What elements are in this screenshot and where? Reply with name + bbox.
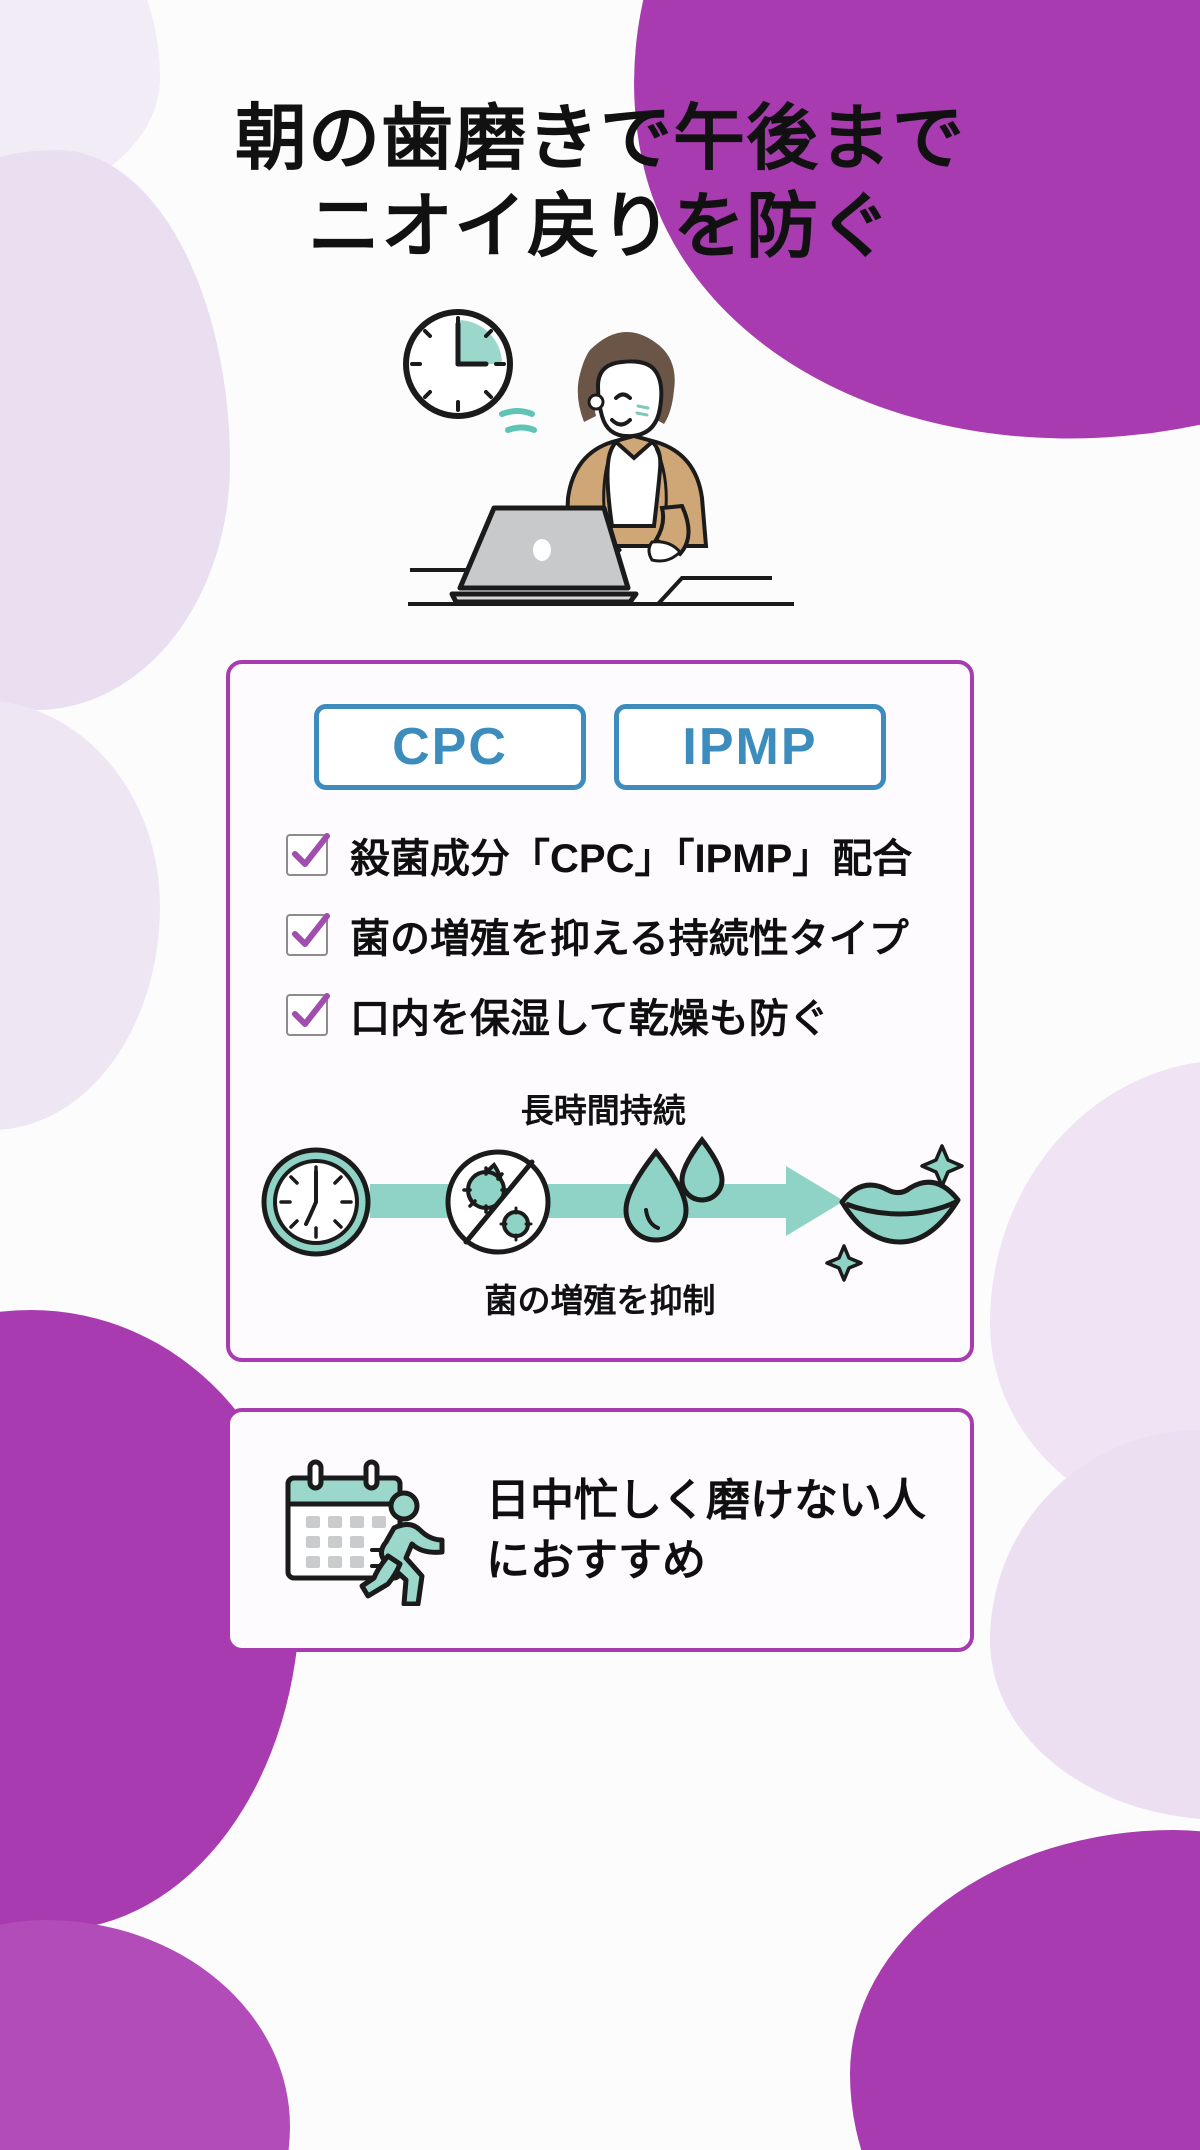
calendar-icon — [285, 1459, 403, 1581]
checklist-item: 殺菌成分「CPC」「IPMP」配合 — [286, 826, 970, 884]
timeline-step-clock — [261, 1147, 371, 1257]
timeline-step-moisture — [623, 1135, 725, 1243]
badge-cpc[interactable]: CPC — [314, 703, 586, 790]
timeline-step-fresh-mouth — [825, 1143, 964, 1282]
timeline-step-no-bacteria — [445, 1149, 551, 1255]
checkbox-checked-icon[interactable] — [286, 912, 330, 956]
fresh-breath-icon — [499, 407, 537, 433]
hero-illustration-svg — [403, 308, 794, 606]
running-person-icon — [359, 1490, 445, 1606]
hero-illustration — [0, 302, 1200, 632]
checklist-item-label: 菌の増殖を抑える持続性タイプ — [350, 916, 909, 961]
recommendation-text-line-2: におすすめ — [486, 1535, 706, 1585]
timeline-arrow-icon — [370, 1165, 844, 1236]
benefits-checklist: 殺菌成分「CPC」「IPMP」配合 菌の増殖を抑える持続性タイプ 口内を保湿して… — [230, 826, 970, 1044]
checklist-item-label: 口内を保湿して乾燥も防ぐ — [350, 996, 829, 1041]
persistence-timeline: 長時間持続 菌の増殖を抑制 — [230, 1084, 970, 1324]
page-title: 朝の歯磨きで午後まで ニオイ戻りを防ぐ — [0, 0, 1200, 272]
benefits-card: CPC IPMP 殺菌成分「CPC」「IPMP」配合 菌の増殖を抑える持続性タイ… — [226, 659, 974, 1362]
desk-paper — [656, 575, 772, 606]
timeline-caption-bottom: 菌の増殖を抑制 — [484, 1281, 716, 1319]
background-blob-bottom-left-b — [0, 1920, 290, 2150]
laptop-icon — [410, 505, 639, 605]
page-title-line-1: 朝の歯磨きで午後まで — [234, 99, 965, 179]
badge-ipmp[interactable]: IPMP — [614, 703, 886, 790]
calendar-running-person-icon — [285, 1459, 445, 1606]
checkbox-checked-icon[interactable] — [286, 832, 330, 876]
background-blob-bottom-right — [850, 1830, 1200, 2150]
recommendation-text: 日中忙しく磨けない人 におすすめ — [486, 1471, 926, 1590]
checklist-item: 菌の増殖を抑える持続性タイプ — [286, 906, 970, 964]
timeline-svg — [261, 1135, 964, 1282]
recommendation-card: 日中忙しく磨けない人 におすすめ — [226, 1407, 974, 1652]
checklist-item: 口内を保湿して乾燥も防ぐ — [286, 986, 970, 1044]
recommendation-text-line-1: 日中忙しく磨けない人 — [486, 1476, 926, 1526]
clock-icon — [403, 308, 513, 419]
ingredient-badge-row: CPC IPMP — [230, 703, 970, 790]
page-title-line-2: ニオイ戻りを防ぐ — [307, 186, 892, 267]
timeline-caption-top: 長時間持続 — [520, 1091, 686, 1129]
checklist-item-label: 殺菌成分「CPC」「IPMP」配合 — [350, 836, 913, 881]
checkbox-checked-icon[interactable] — [286, 992, 330, 1036]
